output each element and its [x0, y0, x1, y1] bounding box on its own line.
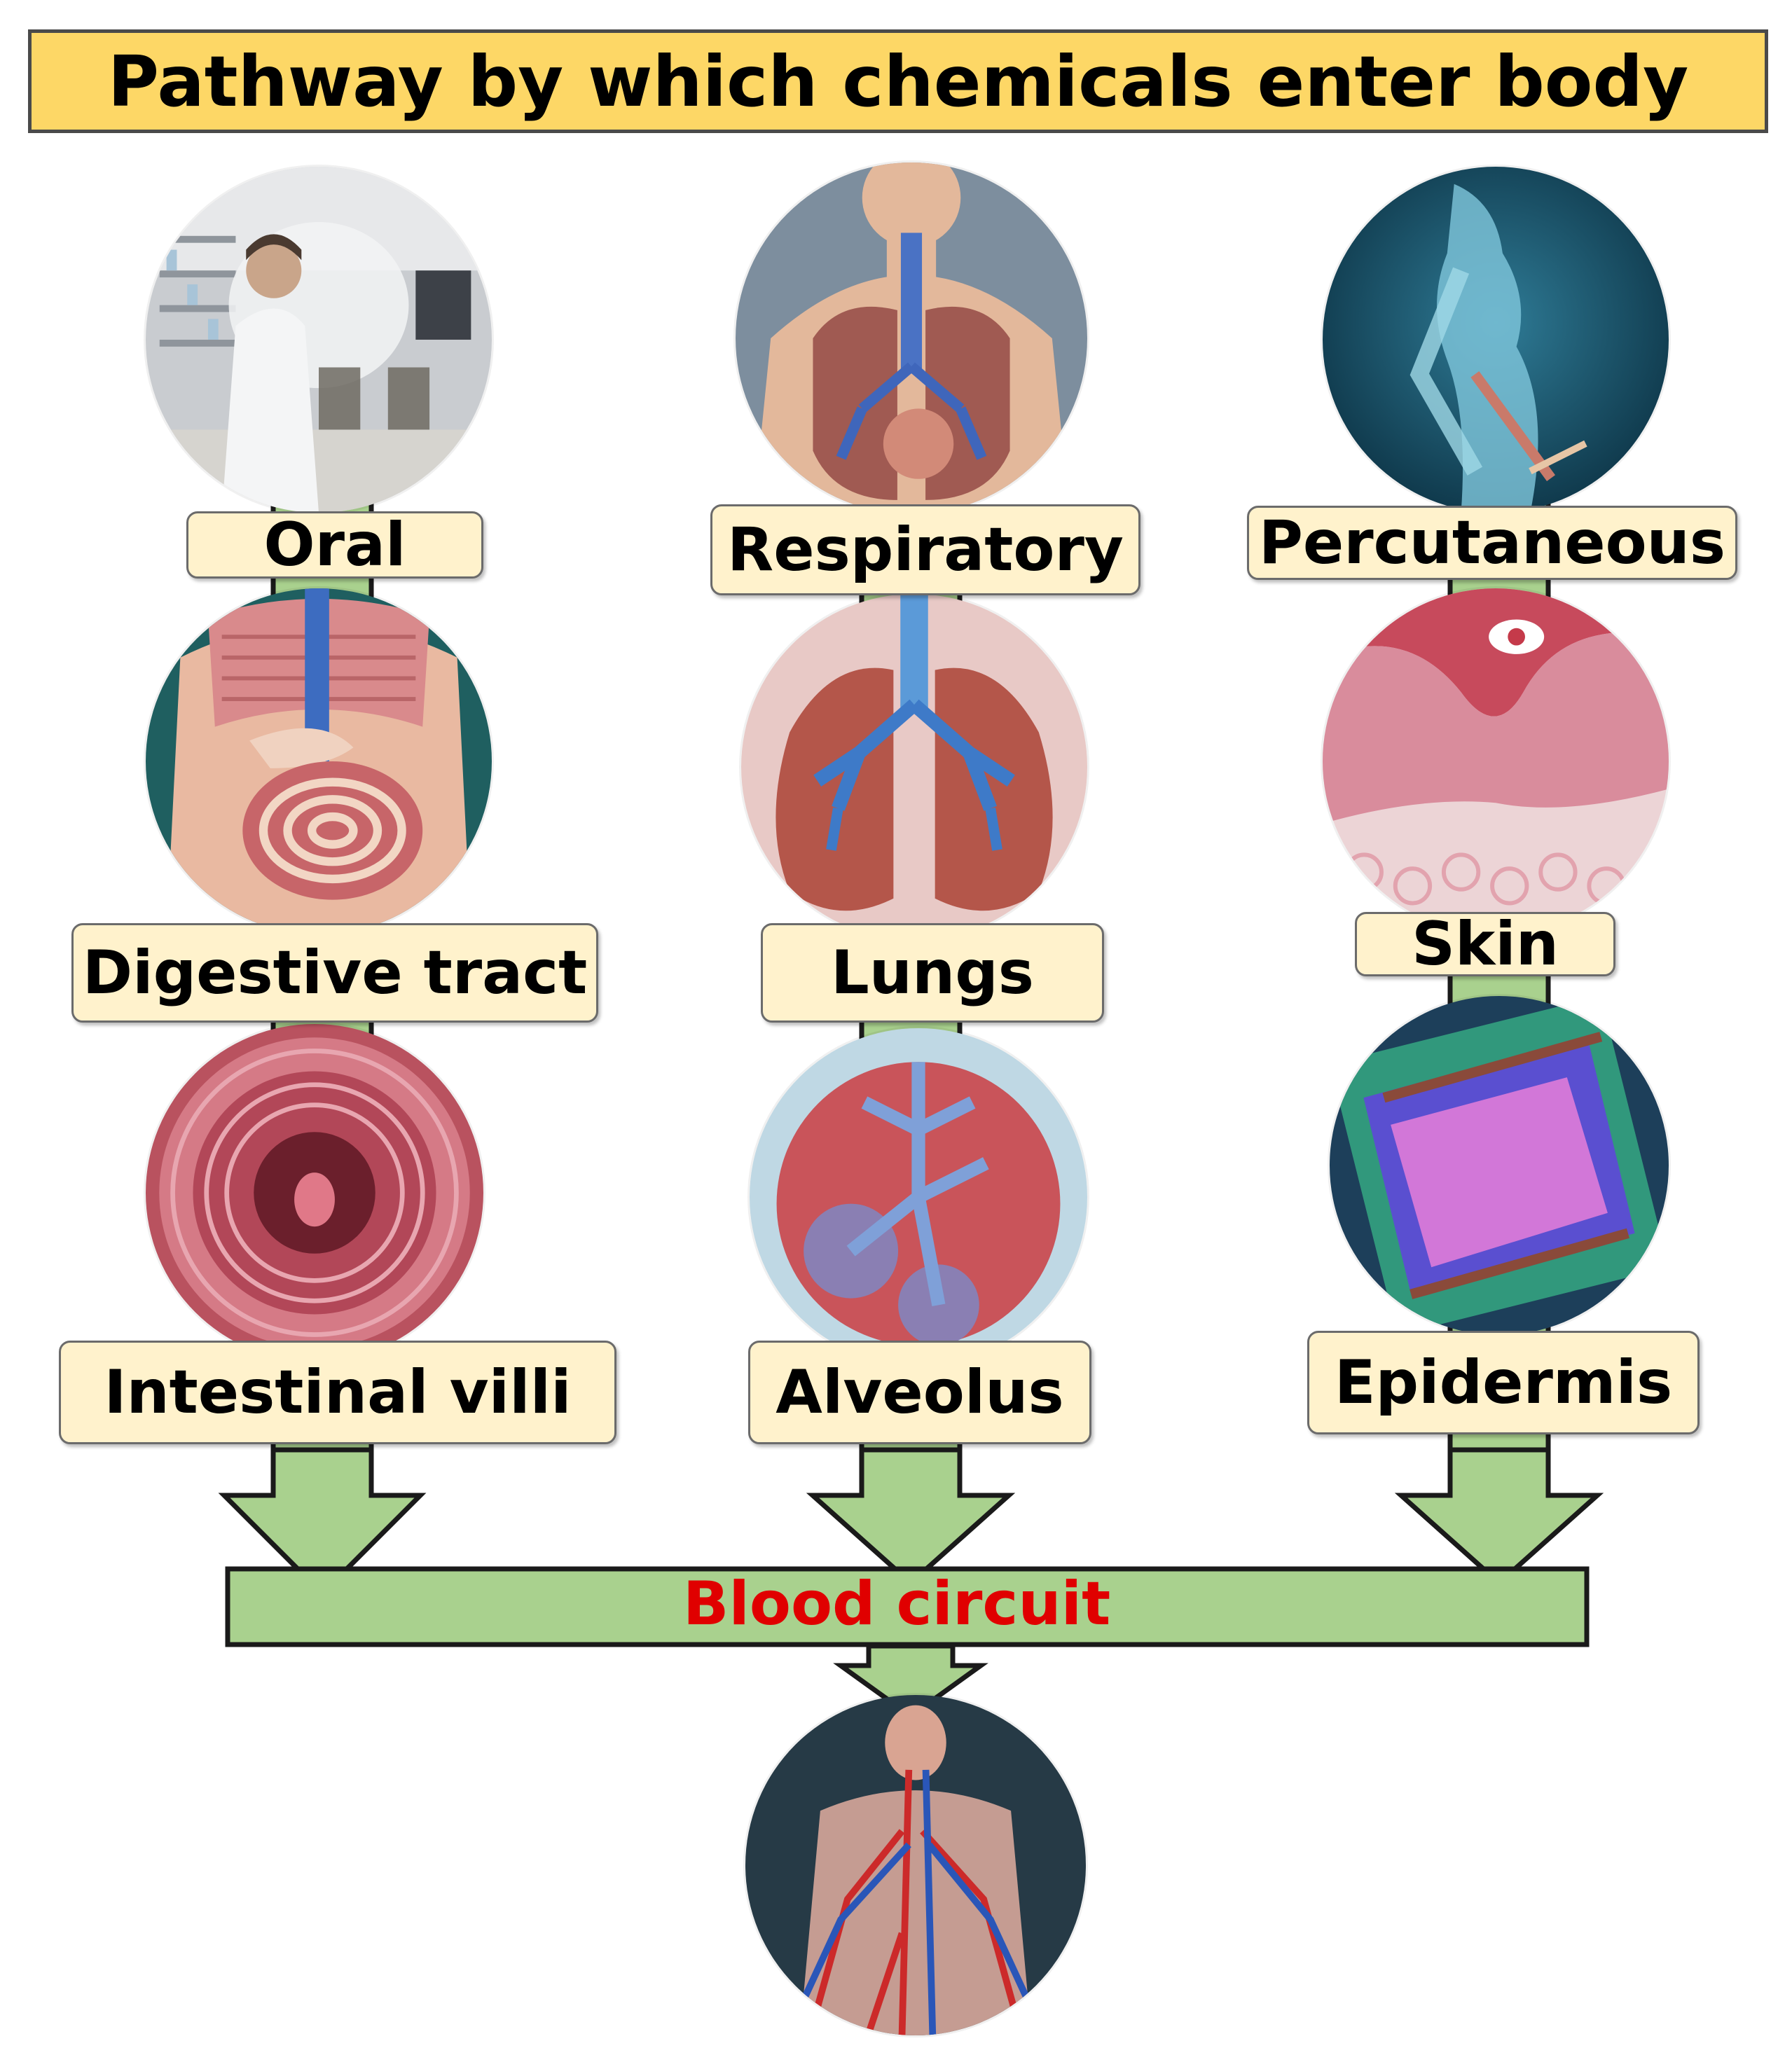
lab-worker-image	[146, 167, 492, 513]
intestinal-villi-image	[146, 1024, 483, 1362]
down-arrow-col-3	[1394, 1447, 1604, 1586]
blood-circuit-label: Blood circuit	[682, 1569, 1111, 1639]
alveolus-image	[750, 1028, 1087, 1366]
down-arrow-col-2	[806, 1447, 1016, 1586]
lungs-image	[741, 594, 1087, 940]
label-lungs: Lungs	[761, 923, 1104, 1023]
label-oral: Oral	[186, 510, 483, 580]
torso-respiratory-image	[736, 162, 1087, 514]
label-skin: Skin	[1355, 909, 1615, 979]
digestive-organs-image	[146, 588, 492, 934]
label-percutaneous: Percutaneous	[1247, 506, 1737, 580]
epidermis-image	[1330, 996, 1669, 1335]
down-arrow-col-1	[218, 1447, 427, 1597]
circulatory-system-image	[745, 1695, 1086, 2035]
label-digestive-tract: Digestive tract	[71, 923, 598, 1023]
skin-section-image	[1323, 588, 1669, 934]
label-alveolus: Alveolus	[748, 1341, 1091, 1444]
title-banner: Pathway by which chemicals enter body	[28, 29, 1768, 133]
label-respiratory: Respiratory	[710, 504, 1140, 595]
label-intestinal-villi: Intestinal villi	[59, 1341, 616, 1444]
page-title: Pathway by which chemicals enter body	[107, 40, 1689, 123]
body-percutaneous-image	[1323, 167, 1669, 513]
label-epidermis: Epidermis	[1307, 1331, 1700, 1434]
down-arrow-blood	[833, 1643, 988, 1720]
